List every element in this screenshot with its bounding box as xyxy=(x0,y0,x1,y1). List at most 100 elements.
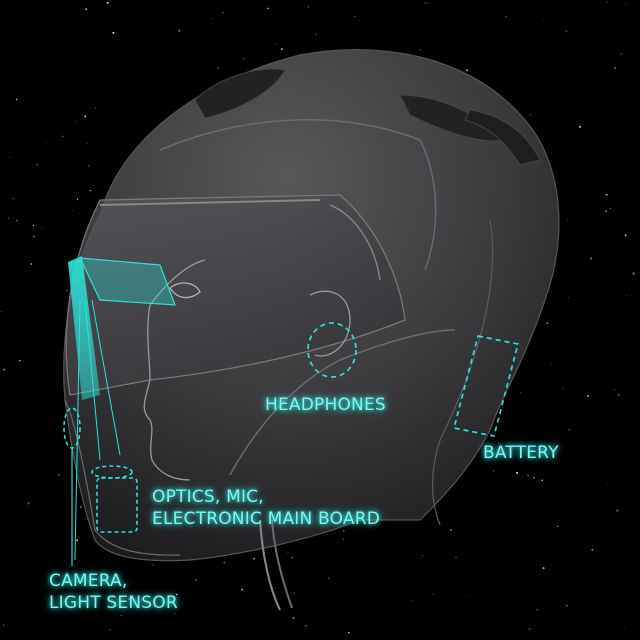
star xyxy=(53,92,54,93)
star xyxy=(287,552,288,553)
star xyxy=(420,49,421,50)
star xyxy=(354,16,355,17)
star xyxy=(343,539,344,540)
star xyxy=(16,99,18,101)
star xyxy=(520,392,521,393)
optics-label-line-1: OPTICS, MIC, xyxy=(152,486,380,508)
star xyxy=(3,624,5,626)
star xyxy=(85,8,87,10)
star xyxy=(109,629,110,630)
star xyxy=(614,67,615,68)
star xyxy=(275,588,276,589)
star xyxy=(90,190,92,192)
star xyxy=(338,602,339,603)
star xyxy=(527,474,528,475)
star xyxy=(316,34,317,35)
camera-label-line-2: LIGHT SENSOR xyxy=(49,592,178,614)
star xyxy=(62,135,64,137)
star xyxy=(563,83,564,84)
star xyxy=(624,628,625,629)
star xyxy=(427,2,428,3)
star xyxy=(551,364,552,365)
star xyxy=(579,126,581,128)
star xyxy=(587,395,589,397)
star xyxy=(31,263,33,265)
star xyxy=(108,25,109,26)
star xyxy=(607,483,608,484)
star xyxy=(622,114,623,115)
star xyxy=(84,115,86,117)
star xyxy=(566,30,568,32)
star xyxy=(450,529,452,531)
star xyxy=(541,479,543,481)
star xyxy=(505,88,506,89)
star xyxy=(571,363,572,364)
star xyxy=(425,2,426,3)
star xyxy=(625,234,627,236)
star xyxy=(76,539,78,541)
star xyxy=(529,628,531,630)
star xyxy=(19,360,21,362)
star xyxy=(543,567,545,569)
star xyxy=(223,562,225,564)
star xyxy=(605,210,607,212)
star xyxy=(49,70,50,71)
star xyxy=(46,142,47,143)
star xyxy=(13,198,15,200)
star xyxy=(33,225,34,226)
star xyxy=(76,122,77,123)
star xyxy=(13,217,14,218)
star xyxy=(420,558,421,559)
star xyxy=(217,67,219,69)
star xyxy=(411,600,412,601)
star xyxy=(189,638,190,639)
star xyxy=(178,30,180,32)
star xyxy=(73,210,74,211)
star xyxy=(493,470,495,472)
star xyxy=(566,605,567,606)
star xyxy=(328,577,330,579)
star xyxy=(241,589,243,591)
star xyxy=(77,199,78,200)
star xyxy=(243,58,244,59)
star xyxy=(281,48,283,50)
star xyxy=(543,21,544,22)
star xyxy=(422,555,423,556)
headphones-label: HEADPHONES xyxy=(265,394,386,416)
star xyxy=(627,295,628,296)
star xyxy=(267,8,269,10)
star xyxy=(568,297,569,298)
star xyxy=(80,506,82,508)
star xyxy=(153,564,154,565)
star xyxy=(33,236,34,237)
star xyxy=(531,384,532,385)
star xyxy=(66,289,68,291)
star xyxy=(620,53,622,55)
star xyxy=(633,272,635,274)
optics-label-line-2: ELECTRONIC MAIN BOARD xyxy=(152,508,380,530)
star xyxy=(432,593,433,594)
star xyxy=(607,2,608,3)
star xyxy=(530,114,531,115)
star xyxy=(625,4,626,5)
star xyxy=(616,510,618,512)
star xyxy=(112,32,114,34)
star xyxy=(107,2,109,4)
star xyxy=(223,12,224,13)
battery-label: BATTERY xyxy=(483,442,559,464)
star xyxy=(253,558,255,560)
star xyxy=(343,530,345,532)
camera-label: CAMERA, LIGHT SENSOR xyxy=(49,570,178,614)
star xyxy=(418,6,419,7)
star xyxy=(591,549,593,551)
star xyxy=(606,194,608,196)
star xyxy=(613,329,614,330)
star xyxy=(212,18,213,19)
star xyxy=(569,429,570,430)
star xyxy=(275,44,276,45)
star xyxy=(8,217,10,219)
camera-label-line-1: CAMERA, xyxy=(49,570,178,592)
star xyxy=(121,615,122,616)
star xyxy=(563,388,564,389)
star xyxy=(291,557,293,559)
